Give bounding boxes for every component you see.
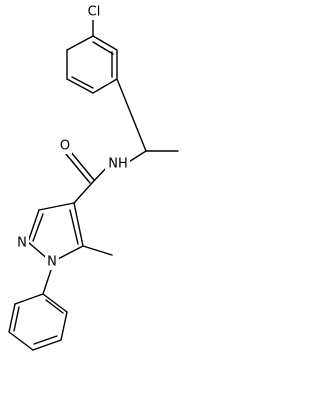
bond-pyrazole-methyl <box>82 245 113 256</box>
bond-ring-ch <box>116 78 147 152</box>
pyrazole-n2-label: N <box>17 236 27 251</box>
phenyl-ring <box>8 293 68 351</box>
oxygen-label: O <box>60 139 70 154</box>
amide-nh-label: NH <box>108 157 128 172</box>
bond-carbonyl-pyrazole <box>73 182 93 204</box>
bond-n1-phenyl <box>42 266 53 295</box>
bond-carbonyl-o <box>65 153 91 184</box>
molecule-structure: Cl O NH N N <box>8 5 179 351</box>
pyrazole-ring <box>27 202 84 262</box>
pyrazole-n1-label: N <box>47 255 57 270</box>
chlorine-label: Cl <box>88 5 101 20</box>
chlorophenyl-ring <box>66 35 118 94</box>
bond-carbonyl-o-double <box>69 150 95 181</box>
